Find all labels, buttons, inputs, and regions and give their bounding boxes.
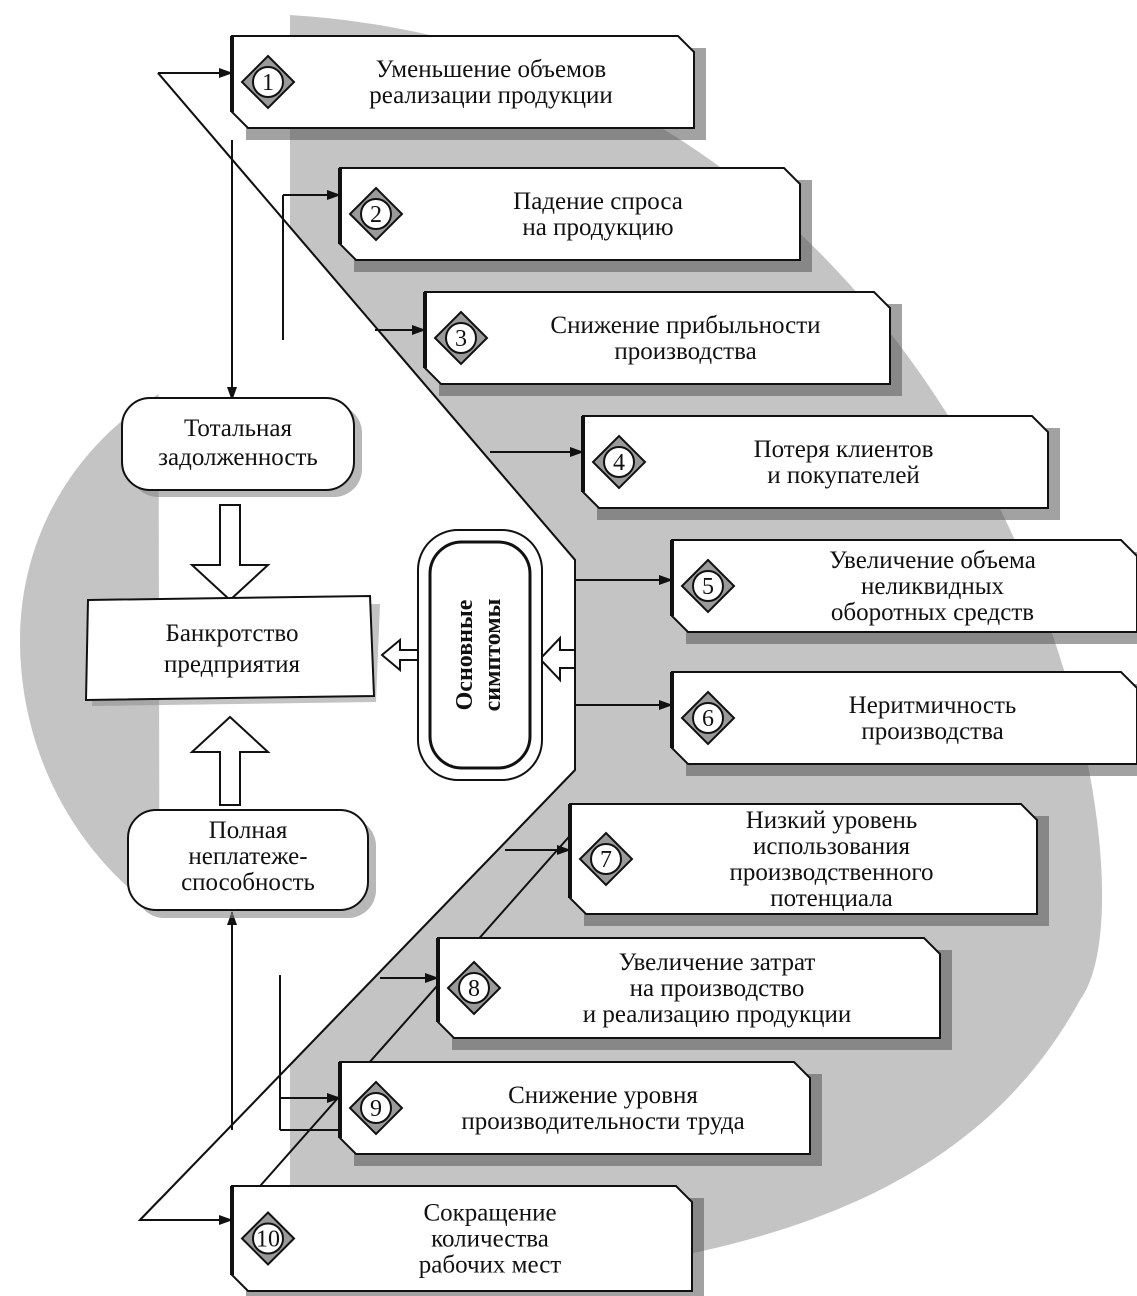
hollow-arrow-down — [189, 504, 271, 602]
symptom-10-line-2: количества — [431, 1226, 549, 1253]
central-label-line-2: симптомы — [480, 598, 506, 711]
symptom-1-line-1: Уменьшение объемов — [376, 56, 606, 83]
symptom-7-line-4: потенциала — [770, 885, 893, 912]
symptom-number-4: 4 — [613, 450, 625, 476]
symptom-4-line-1: Потеря клиентов — [754, 436, 934, 463]
symptom-1-line-2: реализации продукции — [369, 82, 613, 109]
symptom-6-line-2: производства — [861, 718, 1003, 745]
symptom-number-2: 2 — [370, 202, 382, 228]
symptom-number-7: 7 — [600, 847, 612, 873]
symptom-number-8: 8 — [468, 976, 480, 1002]
symptom-box-7: 7 Низкий уровеньиспользованияпроизводстве… — [568, 803, 1049, 926]
hollow-arrow-left-2 — [538, 635, 576, 683]
symptom-7-line-3: производственного — [730, 859, 934, 886]
insolvency-line-3: способность — [181, 869, 315, 896]
symptom-4-line-2: и покупателей — [767, 462, 920, 489]
central-symptoms-box: Основные симптомы — [417, 529, 543, 781]
symptom-5-line-3: оборотных средств — [831, 599, 1034, 626]
total-debt-line-1: Тотальная — [184, 415, 292, 442]
total-debt-line-2: задолженность — [158, 444, 318, 471]
symptom-10-line-1: Сокращение — [423, 1200, 556, 1227]
insolvency-line-2: неплатеже- — [188, 843, 307, 870]
symptom-5-line-1: Увеличение объема — [829, 547, 1036, 574]
symptom-number-1: 1 — [262, 70, 274, 96]
symptom-3-line-2: производства — [614, 338, 756, 365]
symptom-8-line-3: и реализацию продукции — [583, 1001, 852, 1028]
symptom-number-6: 6 — [702, 706, 714, 732]
bankruptcy-box: Банкротство предприятия — [84, 594, 380, 706]
symptom-number-9: 9 — [370, 1096, 382, 1122]
symptom-number-3: 3 — [455, 326, 467, 352]
symptom-10-line-3: рабочих мест — [419, 1252, 562, 1279]
symptom-9-line-1: Снижение уровня — [508, 1082, 698, 1109]
total-debt-box: Тотальная задолженность — [121, 397, 362, 497]
symptom-number-5: 5 — [702, 574, 714, 600]
symptom-8-line-2: на производство — [630, 975, 805, 1002]
insolvency-box: Полная неплатеже- способность — [127, 809, 376, 918]
symptom-9-line-2: производительности труда — [461, 1108, 744, 1135]
bankruptcy-line-2: предприятия — [164, 651, 300, 678]
symptom-3-line-1: Снижение прибыльности — [550, 312, 820, 339]
symptom-5-line-2: неликвидных — [861, 573, 1005, 600]
symptom-8-line-1: Увеличение затрат — [619, 949, 816, 976]
symptom-6-line-1: Неритмичность — [849, 692, 1017, 719]
symptom-7-line-1: Низкий уровень — [746, 807, 918, 834]
central-label-line-1: Основные — [452, 599, 478, 710]
hollow-arrow-left-1 — [380, 637, 419, 673]
symptom-2-line-2: на продукцию — [522, 214, 673, 241]
symptom-number-10: 10 — [256, 1227, 280, 1253]
symptom-7-line-2: использования — [753, 833, 910, 860]
bankruptcy-line-1: Банкротство — [165, 620, 298, 647]
insolvency-line-1: Полная — [209, 817, 288, 844]
hollow-arrow-up — [189, 715, 271, 806]
symptom-2-line-1: Падение спроса — [513, 188, 683, 215]
